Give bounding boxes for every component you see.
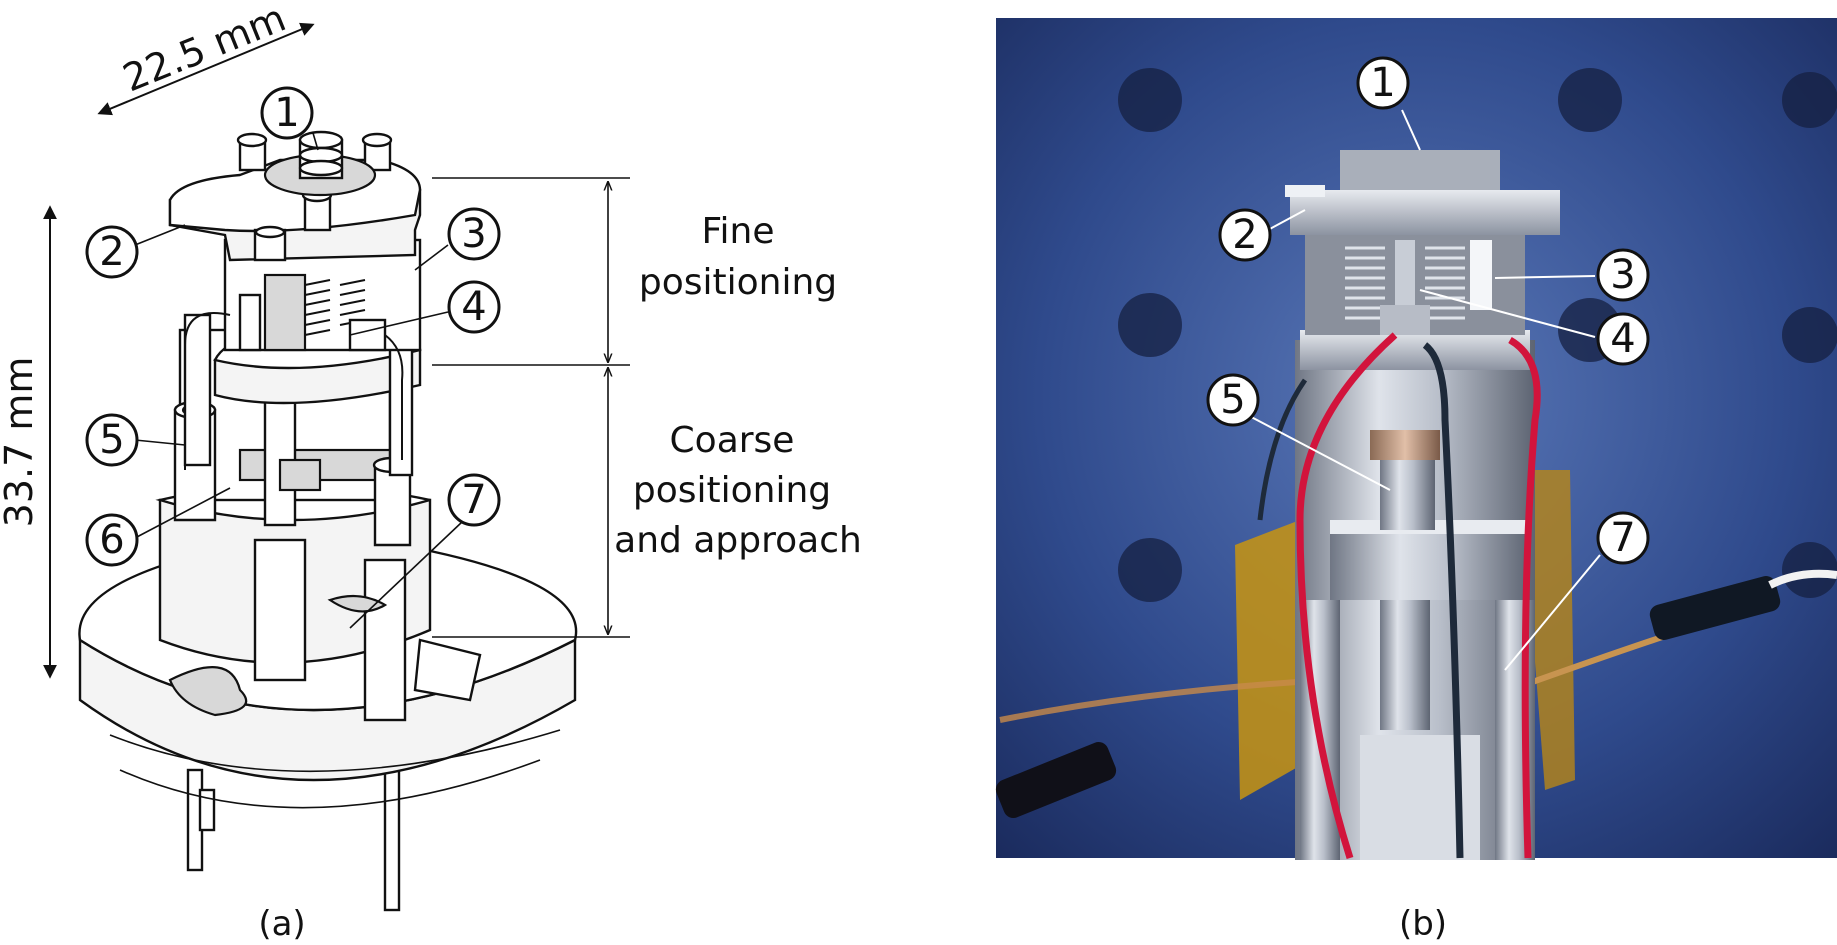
panel-a-callout-6: 6 <box>85 513 139 567</box>
white-wire <box>1768 569 1837 589</box>
svg-text:4: 4 <box>1610 316 1635 362</box>
photo-plate-corner <box>1285 185 1325 197</box>
panel-b-caption: (b) <box>1399 904 1447 944</box>
support-legs <box>186 768 401 912</box>
coarse-label-line3: and approach <box>614 520 862 561</box>
svg-text:2: 2 <box>99 229 124 275</box>
svg-text:5: 5 <box>1220 377 1245 423</box>
width-dimension-label: 22.5 mm <box>117 0 292 100</box>
panel-b-callout-5: 5 <box>1206 373 1260 427</box>
sample-holder <box>263 130 377 197</box>
red-wire-right <box>1508 336 1541 859</box>
black-wire-left <box>1257 378 1308 521</box>
tip-holder <box>1380 460 1435 530</box>
panel-b-leaders <box>1237 109 1601 671</box>
springs <box>1345 246 1465 320</box>
panel-b-callout-4: 4 <box>1596 312 1650 366</box>
black-wire-center <box>1422 342 1464 859</box>
svg-text:3: 3 <box>461 211 486 257</box>
panel-a-callout-5: 5 <box>85 413 139 467</box>
coarse-label-line2: positioning <box>633 470 831 511</box>
fine-label-line1: Fine <box>701 211 774 252</box>
svg-text:1: 1 <box>1370 60 1395 106</box>
red-wire-left <box>1296 332 1398 860</box>
panel-a-callout-4: 4 <box>447 280 501 334</box>
background-holes <box>1118 68 1837 602</box>
panel-b-callout-3: 3 <box>1596 248 1650 302</box>
panel-b-callout-7: 7 <box>1596 511 1650 565</box>
fine-block <box>1380 305 1430 335</box>
brass-holder <box>1370 430 1440 460</box>
svg-text:2: 2 <box>1232 212 1257 258</box>
panel-a-callout-3: 3 <box>447 207 501 261</box>
svg-text:7: 7 <box>461 477 486 523</box>
coarse-label-line1: Coarse <box>670 420 795 461</box>
panel-b-callout-1: 1 <box>1356 56 1410 110</box>
tube-lower <box>1380 600 1430 730</box>
panel-a-callout-7: 7 <box>447 473 501 527</box>
svg-text:6: 6 <box>99 517 124 563</box>
photo-top-mount <box>1340 150 1500 190</box>
height-dimension-label: 33.7 mm <box>0 357 41 528</box>
svg-text:1: 1 <box>274 90 299 136</box>
panel-a-drawing: 22.5 mm 33.7 mm Fine positioning Coarse … <box>0 0 862 944</box>
fine-label-line2: positioning <box>639 262 837 303</box>
kapton-tape-left <box>1235 520 1310 800</box>
svg-text:5: 5 <box>99 417 124 463</box>
panel-b-photo: 1 2 3 4 5 7 (b) <box>995 18 1837 944</box>
panel-a-leaders <box>134 132 463 629</box>
column-collar <box>1300 330 1530 370</box>
sleeve-left <box>995 741 1117 819</box>
top-plate <box>168 132 422 262</box>
panel-a-callout-1: 1 <box>260 86 314 140</box>
piezo-stack <box>1470 240 1492 310</box>
panel-a-callout-2: 2 <box>85 225 139 279</box>
wire-right <box>384 334 404 460</box>
wire-left <box>184 312 231 470</box>
svg-text:7: 7 <box>1610 515 1635 561</box>
width-dimension-arrow <box>97 22 315 116</box>
photo-top-plate <box>1290 190 1560 235</box>
copper-wire-left <box>999 677 1331 723</box>
sleeve-right <box>1649 576 1781 640</box>
panel-b-callout-2: 2 <box>1218 208 1272 262</box>
svg-text:4: 4 <box>461 284 486 330</box>
panel-a-caption: (a) <box>258 904 305 944</box>
coarse-ring <box>1330 525 1530 600</box>
svg-text:3: 3 <box>1610 252 1635 298</box>
